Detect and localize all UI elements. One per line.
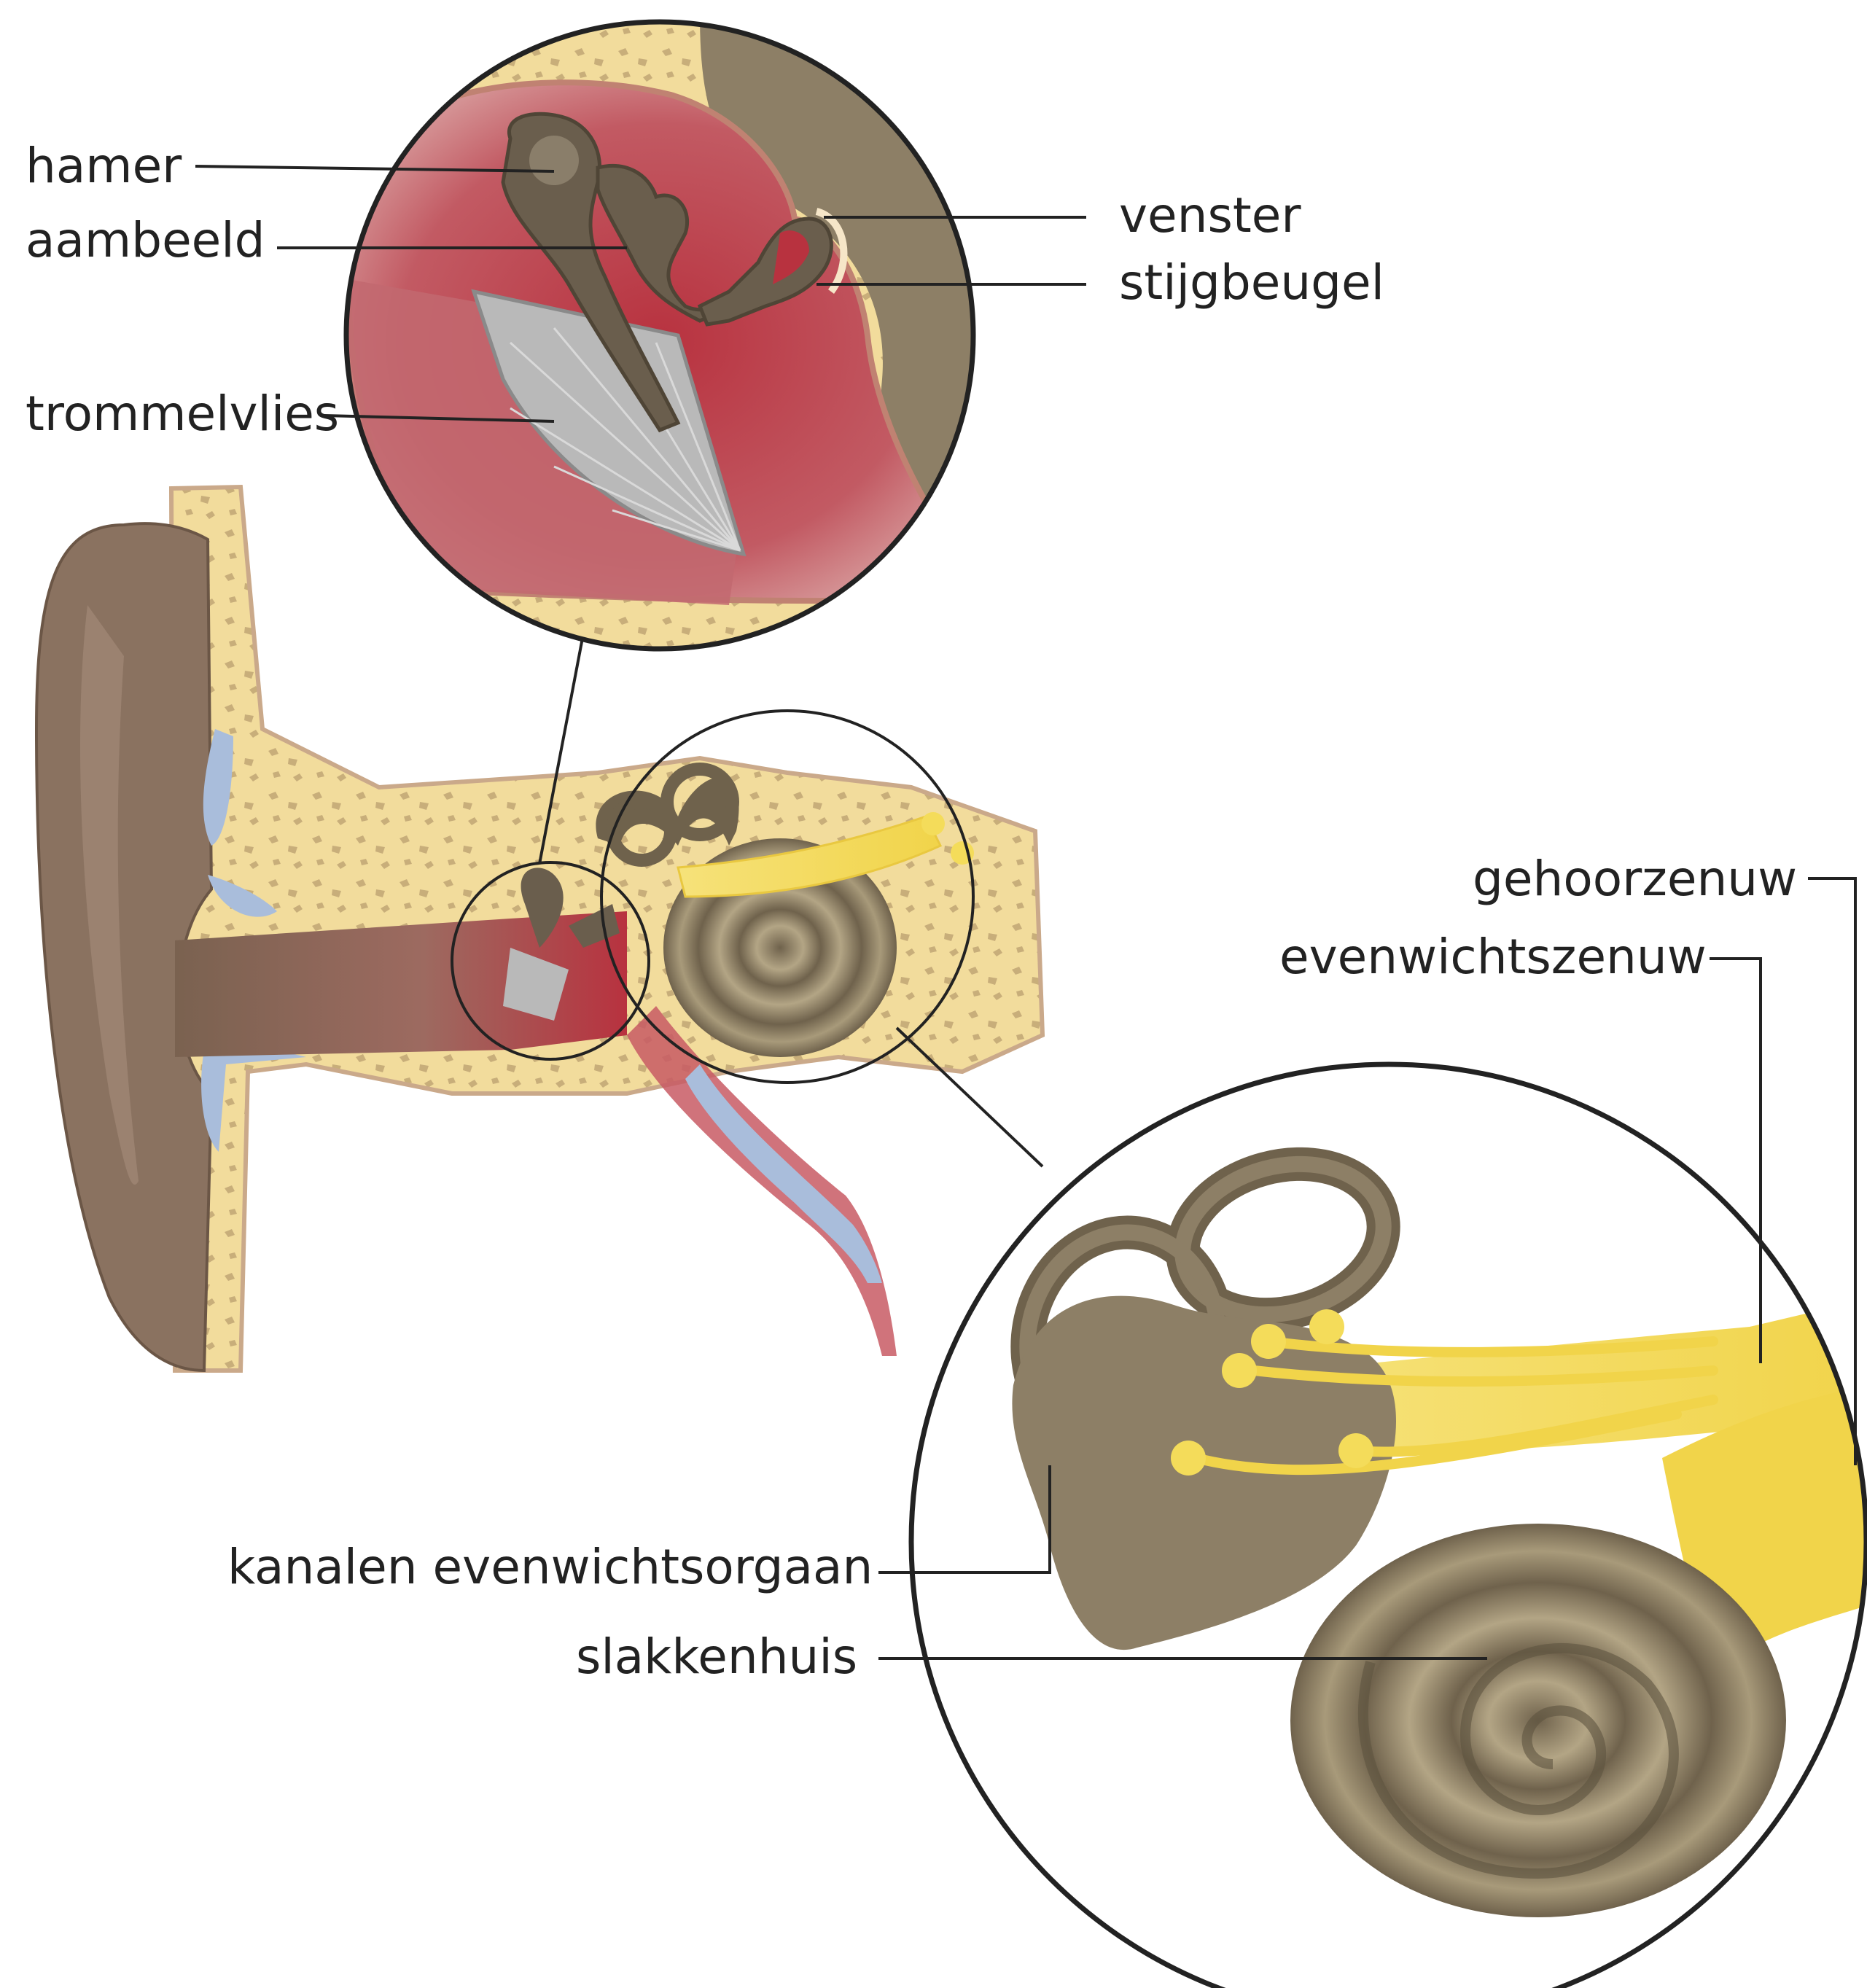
hammer-head	[529, 136, 579, 185]
small-nerve-end-1	[921, 812, 945, 835]
inner-ear-zoom	[911, 1064, 1867, 1988]
label-gehoorzenuw-text: gehoorzenuw	[1473, 851, 1797, 907]
cochlea	[1290, 1524, 1786, 1917]
label-aambeeld-text: aambeeld	[26, 212, 265, 268]
label-venster-text: venster	[1119, 187, 1301, 243]
eustachian-tube-cartilage	[685, 1064, 882, 1283]
label-evenwichtszenuw-text: evenwichtszenuw	[1279, 929, 1707, 985]
label-trommelvlies-text: trommelvlies	[26, 386, 339, 442]
label-hamer-text: hamer	[26, 138, 182, 194]
label-kanalen-text: kanalen evenwichtsorgaan	[227, 1539, 873, 1595]
label-slakkenhuis-text: slakkenhuis	[576, 1629, 857, 1685]
middle-ear-zoom	[335, 15, 991, 656]
label-stijgbeugel-text: stijgbeugel	[1119, 254, 1384, 311]
